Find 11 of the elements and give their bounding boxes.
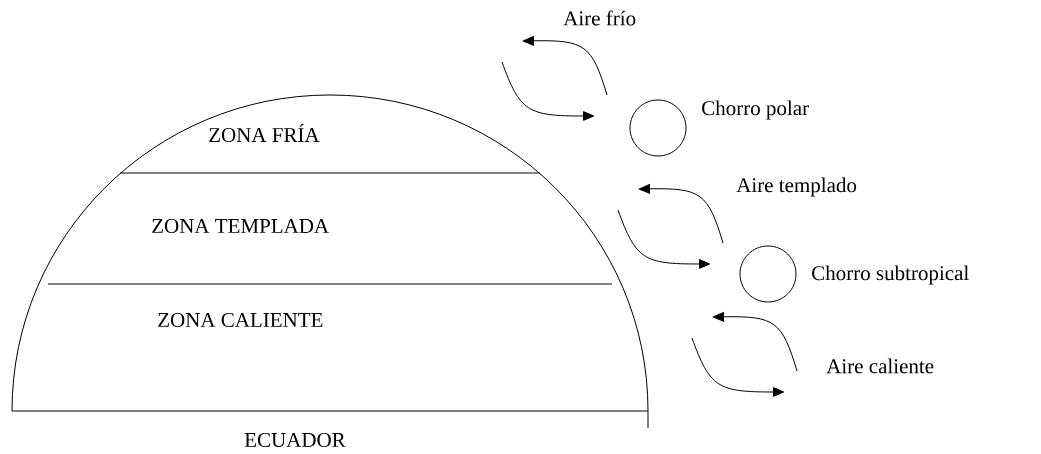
jet-stream-circle — [629, 99, 687, 157]
jet-stream-circle — [739, 245, 797, 303]
jet-stream-label: Chorro polar — [702, 100, 809, 120]
air-label: Aire templado — [736, 177, 857, 197]
zone-label: ZONA FRÍA — [209, 123, 320, 143]
hemisphere-drawing — [11, 94, 649, 429]
zone-label: ZONA CALIENTE — [158, 312, 323, 328]
jet-stream-label: Chorro subtropical — [812, 265, 969, 285]
zone-label: ZONA TEMPLADA — [152, 218, 329, 234]
air-label: Aire caliente — [826, 358, 934, 374]
air-label: Aire frío — [563, 10, 636, 26]
